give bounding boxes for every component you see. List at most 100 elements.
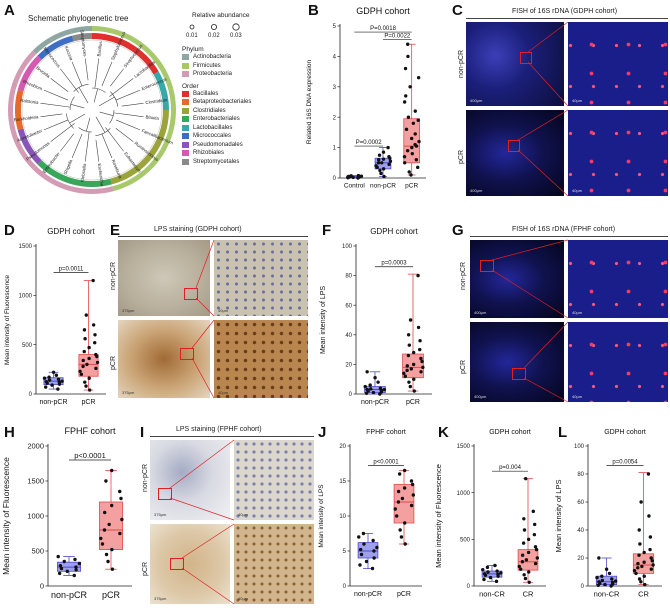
data-point bbox=[647, 514, 651, 518]
data-point bbox=[72, 573, 76, 578]
order-legend-label: Betaproteobacteriales bbox=[193, 99, 252, 106]
data-point bbox=[416, 273, 420, 278]
tree-branch bbox=[99, 111, 114, 116]
data-point bbox=[47, 375, 51, 379]
data-point bbox=[600, 578, 605, 583]
lps-fphf-pcr-zoom: 40μm bbox=[234, 524, 314, 604]
y-tick-label: 1500 bbox=[457, 444, 471, 450]
data-point bbox=[597, 580, 601, 584]
order-ring-segment bbox=[37, 35, 74, 60]
data-point bbox=[100, 542, 105, 546]
phylum-color-swatch bbox=[182, 62, 189, 69]
data-point bbox=[399, 535, 404, 539]
data-point bbox=[646, 472, 651, 476]
order-color-swatch bbox=[182, 141, 189, 148]
data-point bbox=[57, 571, 62, 576]
scale-label: 400μm bbox=[474, 394, 487, 399]
phylum-ring-segment bbox=[131, 37, 152, 55]
panel-letter-e: E bbox=[110, 222, 121, 239]
phylum-legend-label: Proteobacteria bbox=[193, 71, 233, 78]
order-legend-item: Pseudomonadales bbox=[182, 141, 292, 150]
data-point bbox=[118, 531, 122, 536]
panel-letter-f: F bbox=[322, 222, 332, 239]
data-point bbox=[118, 489, 122, 494]
data-point bbox=[74, 568, 78, 572]
phylum-ring-segment bbox=[70, 26, 92, 34]
y-tick-label: 20 bbox=[339, 444, 346, 450]
y-tick-label: 40 bbox=[345, 333, 352, 339]
order-color-swatch bbox=[182, 158, 189, 165]
order-ring-segment bbox=[37, 160, 112, 187]
data-point bbox=[381, 167, 386, 171]
lps-fphf-row2-label: pCR bbox=[142, 561, 149, 576]
phylum-ring-segment bbox=[112, 178, 134, 192]
data-point bbox=[396, 489, 401, 494]
data-point bbox=[421, 365, 425, 370]
data-point bbox=[56, 377, 61, 381]
fish-fphf-title: FISH of 16S rDNA (FPHF cohort) bbox=[512, 226, 616, 233]
data-point bbox=[377, 158, 381, 162]
fish-gdph-pcr-zoom: 40μm bbox=[568, 110, 668, 196]
data-point bbox=[369, 387, 373, 391]
data-point bbox=[402, 486, 407, 490]
order-legend-item: Streptomycetales bbox=[182, 158, 292, 167]
y-tick-label: 1000 bbox=[457, 491, 471, 497]
data-point bbox=[406, 115, 411, 119]
order-ring-segment bbox=[14, 90, 24, 130]
data-point bbox=[404, 127, 409, 132]
data-point bbox=[104, 552, 109, 557]
order-ring-segment bbox=[17, 55, 42, 92]
data-point bbox=[62, 559, 66, 564]
data-point bbox=[104, 479, 108, 483]
scale-label: 40μm bbox=[572, 310, 583, 315]
data-point bbox=[405, 368, 409, 373]
x-category-label: non-CR bbox=[594, 590, 620, 599]
order-legend-item: Clostridiales bbox=[182, 107, 292, 116]
data-point bbox=[83, 380, 87, 384]
data-point bbox=[393, 507, 397, 511]
x-category-label: non-pCR bbox=[39, 399, 67, 406]
phylum-ring-segment bbox=[19, 50, 37, 71]
phylum-legend-label: Firmicutes bbox=[193, 62, 221, 69]
data-point bbox=[110, 547, 114, 552]
order-legend-label: Bacillales bbox=[193, 90, 219, 97]
data-point bbox=[77, 561, 82, 566]
x-category-label: pCR bbox=[406, 399, 420, 406]
lps-gdph-nonpcr-overview: 375μm bbox=[118, 240, 210, 316]
data-point bbox=[637, 528, 641, 532]
data-point bbox=[394, 514, 399, 518]
data-point bbox=[488, 575, 493, 580]
phylum-legend-item: Proteobacteria bbox=[182, 70, 292, 79]
data-point bbox=[524, 558, 529, 562]
data-point bbox=[44, 385, 48, 389]
scale-label: 40μm bbox=[572, 188, 583, 193]
data-point bbox=[74, 565, 78, 569]
data-point bbox=[402, 161, 407, 165]
data-point bbox=[406, 54, 410, 59]
data-point bbox=[362, 542, 366, 546]
tree-branch bbox=[113, 112, 144, 118]
taxon-label: Blautia bbox=[145, 114, 160, 121]
data-point bbox=[522, 528, 527, 532]
fish-fphf-nonpcr-zoom: 40μm bbox=[568, 240, 668, 318]
data-point bbox=[403, 374, 407, 378]
fish-fphf-pcr-zoom: 40μm bbox=[568, 322, 668, 402]
tree-branch bbox=[84, 131, 90, 162]
phylum-ring-segment bbox=[50, 28, 72, 42]
data-point bbox=[409, 479, 414, 483]
phylum-ring-segment bbox=[92, 26, 114, 34]
data-point bbox=[535, 556, 540, 560]
abundance-size-circles bbox=[189, 23, 240, 31]
data-point bbox=[412, 389, 416, 393]
data-point bbox=[382, 174, 386, 179]
data-point bbox=[407, 170, 411, 174]
taxon-label: Shigella bbox=[63, 158, 74, 175]
